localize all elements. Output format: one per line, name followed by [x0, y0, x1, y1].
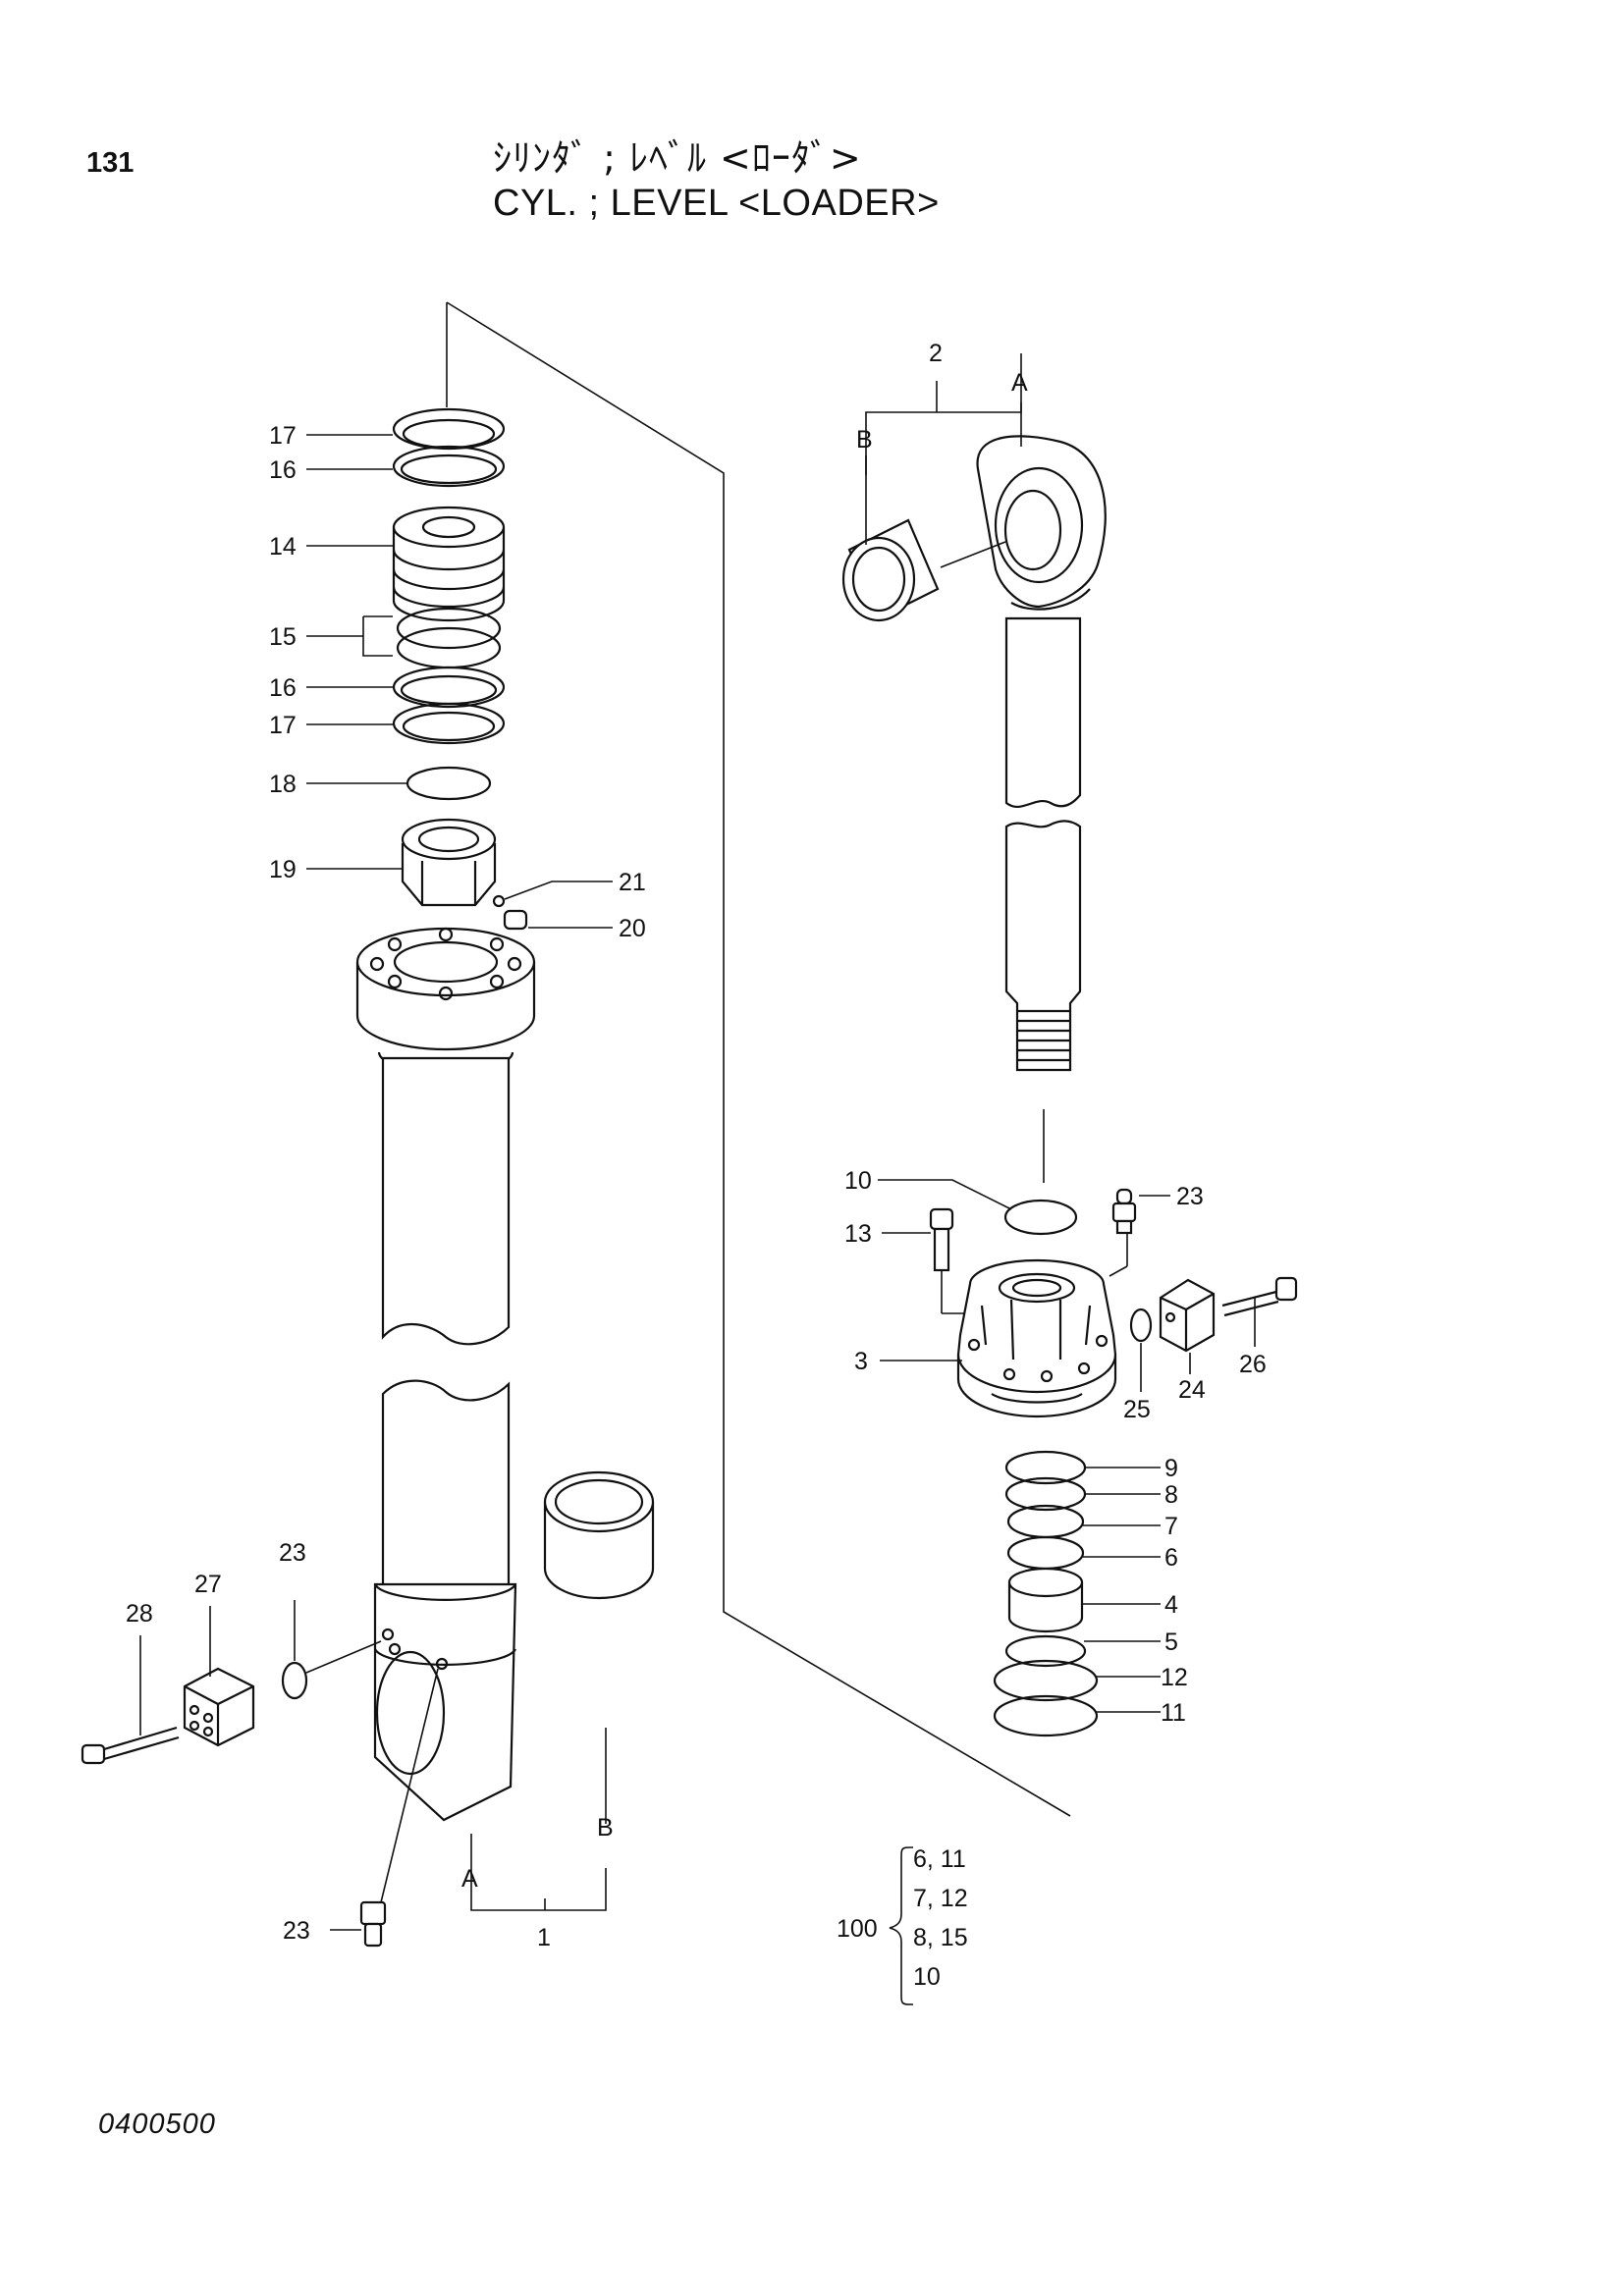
callout-16-lower: 16 [269, 674, 297, 702]
nut-19 [401, 818, 497, 907]
ring-17-lower [392, 702, 506, 745]
callout-28: 28 [126, 1600, 153, 1628]
callout-18: 18 [269, 771, 297, 798]
callout-1-a: A [461, 1865, 478, 1893]
callout-11: 11 [1161, 1699, 1186, 1727]
leader-lines [139, 353, 1256, 2005]
block-24 [1159, 1278, 1216, 1353]
ball-21 [492, 894, 506, 908]
cylinder-tube-upper [381, 1056, 511, 1346]
kit-item-1: 6, 11 [913, 1845, 966, 1873]
ring-5 [1004, 1634, 1087, 1668]
assembly-outline [446, 301, 1071, 1817]
ring-17-top [392, 407, 506, 451]
callout-21: 21 [619, 869, 646, 896]
piston-rod-lower [1004, 820, 1082, 1072]
callout-17-top: 17 [269, 422, 297, 450]
callout-23-bottom: 23 [283, 1917, 310, 1945]
bushing-1b [543, 1470, 655, 1600]
callout-4: 4 [1164, 1591, 1178, 1619]
ring-16-lower [392, 666, 506, 709]
callout-23-top: 23 [1176, 1183, 1204, 1210]
bolt-26 [1221, 1276, 1298, 1317]
bushing-2b [841, 518, 940, 622]
set-screw-20 [503, 909, 528, 931]
title-english: CYL. ; LEVEL <LOADER> [493, 183, 940, 224]
callout-23-left: 23 [279, 1539, 306, 1567]
page-number: 131 [86, 147, 135, 179]
rod-eye-2a [976, 435, 1107, 611]
ring-10 [1003, 1199, 1078, 1236]
ring-12 [993, 1659, 1099, 1702]
cylinder-tube-lower [381, 1379, 511, 1592]
callout-8: 8 [1164, 1481, 1178, 1509]
callout-12: 12 [1161, 1664, 1188, 1691]
ring-11 [993, 1694, 1099, 1737]
callout-14: 14 [269, 533, 297, 561]
grease-fitting-23-top [1109, 1188, 1137, 1277]
ring-16-top [392, 445, 506, 488]
o-ring-23-left [281, 1661, 308, 1700]
callout-3: 3 [854, 1348, 868, 1375]
callout-19: 19 [269, 856, 297, 883]
cylinder-bottom-clevis [373, 1582, 517, 1822]
drawing-code: 0400500 [98, 2109, 216, 2140]
rod-cover-3 [956, 1258, 1117, 1418]
callout-24: 24 [1178, 1376, 1206, 1404]
callout-labels: 17 16 14 15 16 17 18 19 21 20 2 A B 10 1… [126, 340, 1267, 1991]
grease-fitting-23-bottom [359, 1668, 439, 1948]
callout-20: 20 [619, 915, 646, 942]
cylinder-head-flange [355, 927, 536, 1074]
callout-2-a: A [1011, 369, 1028, 397]
block-27 [183, 1667, 255, 1747]
callout-9: 9 [1164, 1455, 1178, 1482]
callout-1: 1 [537, 1924, 551, 1951]
kit-item-2: 7, 12 [913, 1885, 968, 1912]
callout-25: 25 [1123, 1396, 1151, 1423]
callout-26: 26 [1239, 1351, 1267, 1378]
bolt-13 [929, 1207, 982, 1314]
callout-2-b: B [856, 426, 873, 454]
callout-7: 7 [1164, 1513, 1178, 1540]
callout-5: 5 [1164, 1629, 1178, 1656]
ring-6 [1006, 1535, 1085, 1571]
kit-item-4: 10 [913, 1963, 941, 1991]
callout-2: 2 [929, 340, 943, 367]
callout-15: 15 [269, 623, 297, 651]
bolt-28 [81, 1726, 180, 1765]
callout-1-b: B [597, 1814, 614, 1842]
callout-17-lower: 17 [269, 712, 297, 739]
washer-18 [406, 766, 492, 801]
o-ring-25 [1129, 1308, 1153, 1343]
callout-27: 27 [194, 1571, 222, 1598]
kit-item-3: 8, 15 [913, 1924, 968, 1951]
callout-16-top: 16 [269, 456, 297, 484]
piston-rod-upper [1004, 616, 1082, 809]
callout-13: 13 [844, 1220, 872, 1248]
title-japanese: ｼﾘﾝﾀﾞ ; ﾚﾍﾞﾙ <ﾛｰﾀﾞ> [493, 136, 862, 180]
piston-14 [392, 506, 506, 622]
bushing-4 [1007, 1567, 1084, 1633]
kit-label-100: 100 [837, 1915, 878, 1943]
callout-6: 6 [1164, 1544, 1178, 1572]
callout-10: 10 [844, 1167, 872, 1195]
